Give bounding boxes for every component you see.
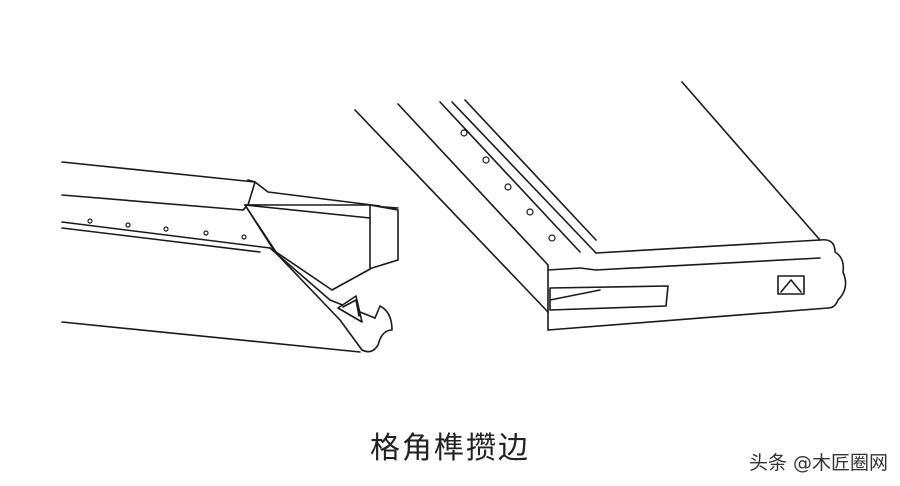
left-rail-groove-lip [61,227,261,253]
tenon-edge-2 [244,204,371,219]
right-groove-line-2 [451,101,597,254]
right-mortise-inner [780,279,802,293]
left-rail-groove-top [61,194,244,211]
right-tenon-slot-inner [549,289,601,301]
left-dowel-dot [87,218,93,224]
right-outer-line-2 [397,103,549,266]
watermark-text: 头条 @木匠圈网 [748,452,888,474]
right-groove-line-3 [464,99,597,241]
right-end-bottom [547,307,829,331]
right-dowel-dot [548,234,556,242]
left-rail-top [61,161,381,207]
left-molded-edge [361,305,393,353]
left-dowel-dot [203,230,209,236]
right-end-top [595,239,821,254]
diagram-caption: 格角榫攒边 [370,431,530,466]
right-molded-edge [819,238,847,309]
right-dowel-dot [482,156,490,164]
left-rail-shoulder [242,179,256,211]
left-rail-bottom [61,321,361,353]
right-tenon-slot [549,285,669,311]
left-dowel-dots [87,218,247,240]
left-dowel-dot [163,226,169,232]
right-outer-line-1 [354,109,549,313]
left-rail-groove-bottom [61,221,271,249]
left-dowel-dot [241,234,247,240]
left-dowel-dot [125,222,131,228]
tenon-block [244,204,399,291]
right-groove-line-1 [439,101,581,253]
right-mortise-box [777,275,805,295]
right-face-top-line [681,81,821,241]
right-dowel-dots [460,129,556,242]
right-end-front [547,257,821,271]
left-frame-assembly [61,161,399,353]
left-mortise-inner [342,299,360,317]
right-dowel-dot [504,183,512,191]
right-dowel-dot [460,129,468,137]
right-dowel-dot [526,208,534,216]
right-frame-assembly [354,81,847,331]
